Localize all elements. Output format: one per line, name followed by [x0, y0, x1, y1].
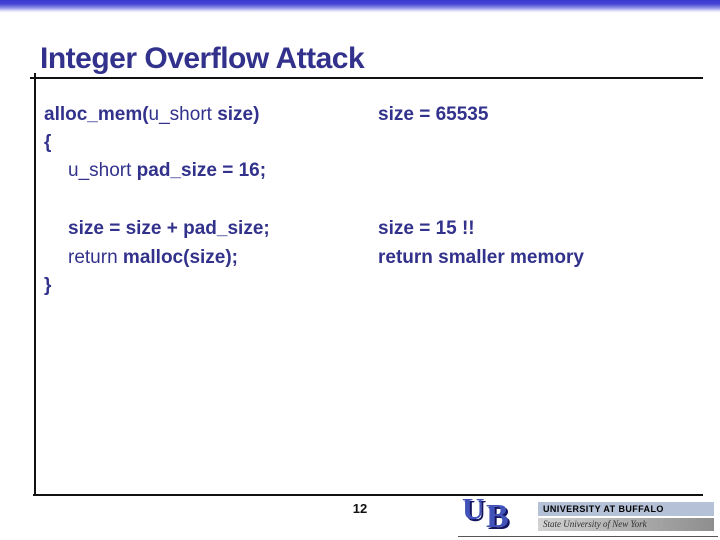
university-logo: U B UNIVERSITY AT BUFFALO State Universi… — [458, 491, 718, 537]
logo-university-name: UNIVERSITY AT BUFFALO — [538, 502, 714, 516]
logo-state-tagline: State University of New York — [538, 518, 714, 531]
content-bottom-border — [33, 494, 703, 496]
code-segment: return — [68, 247, 123, 268]
code-line-open-brace: { — [44, 132, 52, 153]
code-segment: alloc_mem( — [44, 104, 149, 125]
monogram-letter-u: U — [462, 491, 485, 526]
annotation-size-15: size = 15 !! — [378, 218, 475, 239]
code-segment: u_short — [68, 160, 137, 181]
annotation-smaller-memory: return smaller memory — [378, 247, 584, 268]
code-line-signature: alloc_mem(u_short size) — [44, 103, 259, 127]
content-left-border — [34, 73, 36, 496]
code-segment: u_short — [148, 104, 218, 125]
code-line-declaration: u_short pad_size = 16; — [68, 159, 266, 183]
annotation-size-65535: size = 65535 — [378, 104, 489, 125]
ub-monogram-icon: U B — [460, 491, 538, 536]
code-line-addition: size = size + pad_size; — [68, 218, 270, 239]
page-number: 12 — [352, 501, 368, 516]
monogram-letter-b: B — [486, 498, 509, 535]
slide-title: Integer Overflow Attack — [40, 42, 365, 75]
code-line-return: return malloc(size); — [68, 246, 238, 270]
code-segment: pad_size = 16; — [136, 160, 267, 181]
title-underline — [30, 77, 703, 79]
code-segment: size) — [217, 104, 260, 125]
code-segment: malloc(size); — [122, 247, 239, 268]
top-gradient-bar — [0, 0, 720, 13]
code-line-close-brace: } — [44, 275, 52, 296]
